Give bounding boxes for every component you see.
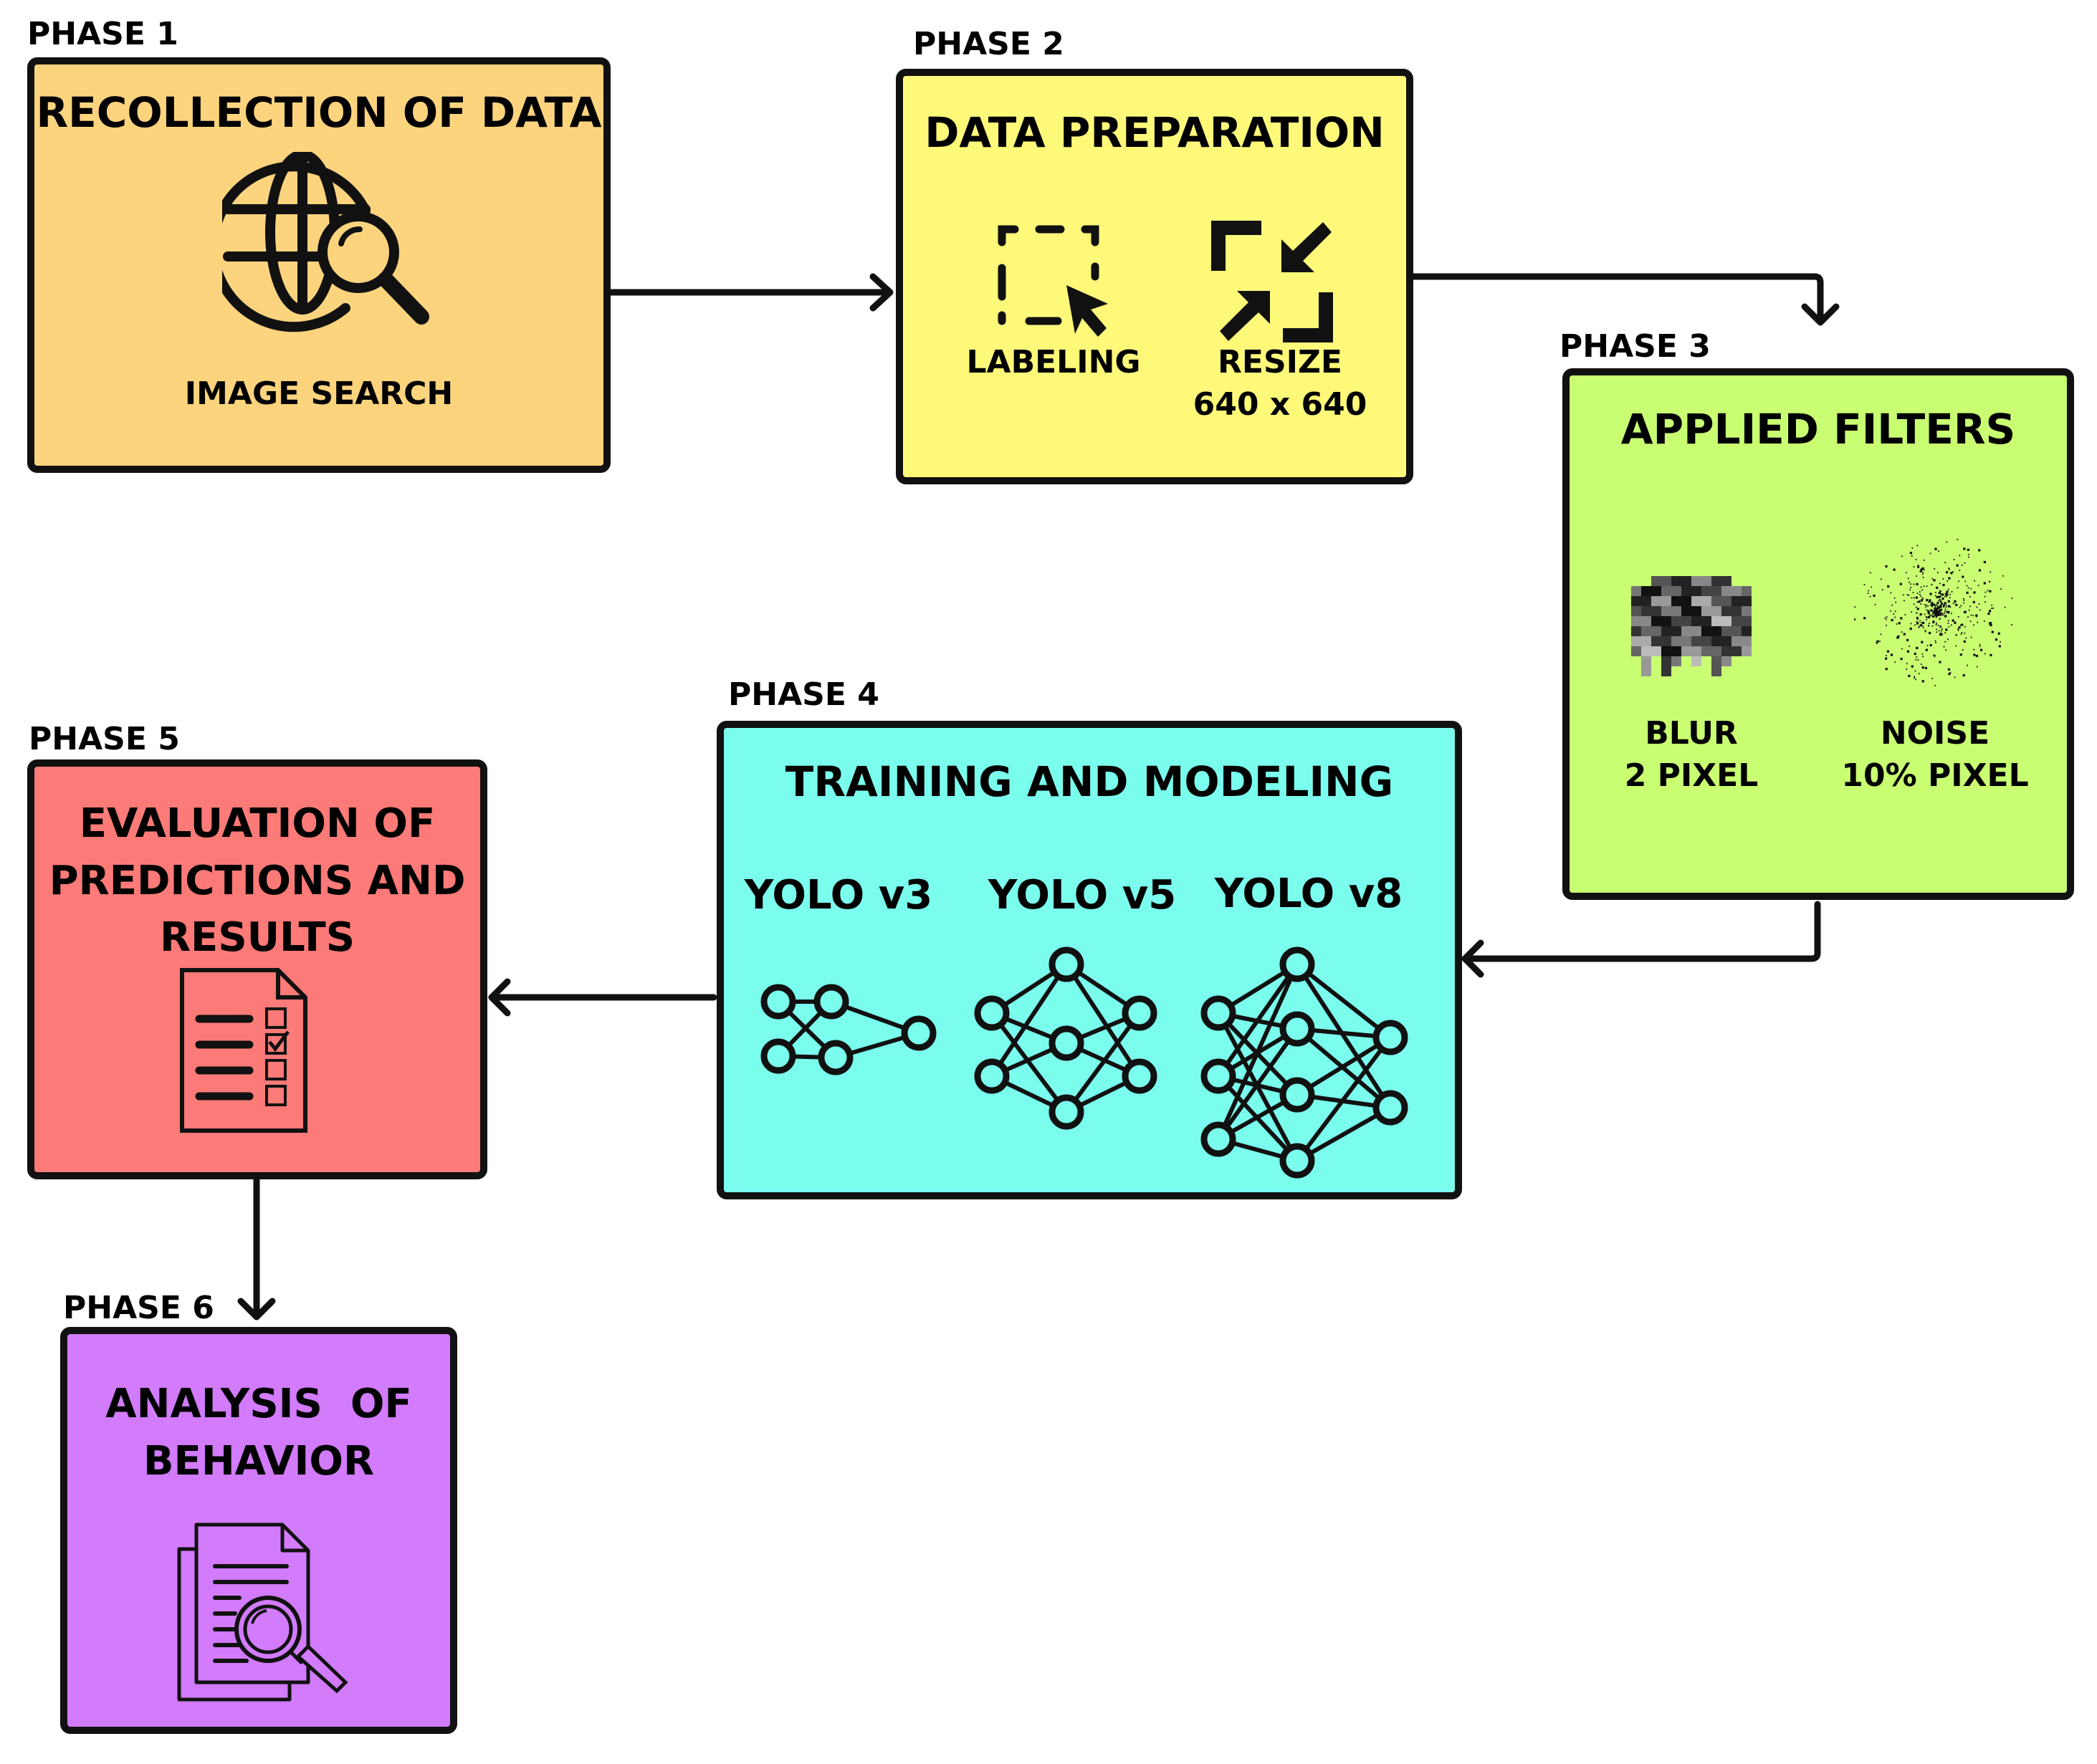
- phase-3-box: APPLIED FILTERS BLUR 2 PIXEL NOISE 10% P…: [1562, 368, 2074, 900]
- arrow-phase3-to-phase4: [1461, 901, 1821, 978]
- phase-5-title-line-2: PREDICTIONS AND: [49, 857, 466, 904]
- phase-1-item-caption: IMAGE SEARCH: [184, 375, 454, 412]
- noise-dots-icon: [1854, 539, 2013, 686]
- phase-4-box: TRAINING AND MODELING YOLO v3 YOLO v5 YO…: [717, 721, 1462, 1199]
- phase-1-label: PHASE 1: [27, 16, 178, 52]
- phase-3-title: APPLIED FILTERS: [1620, 405, 2016, 454]
- phase-3-noise-caption: NOISE 10% PIXEL: [1828, 712, 2043, 797]
- yolo-v3-label: YOLO v3: [744, 872, 933, 919]
- phase-5-box: EVALUATION OF PREDICTIONS AND RESULTS: [27, 759, 487, 1179]
- pixel-blur-icon: [1631, 576, 1752, 676]
- resize-arrows-icon: [1211, 221, 1333, 342]
- phase-2-title: DATA PREPARATION: [925, 108, 1385, 157]
- phase-1-box: RECOLLECTION OF DATA IMAGE SEARCH: [27, 57, 611, 473]
- phase-5-title-line-3: RESULTS: [159, 914, 355, 962]
- phase-2-labeling-caption: LABELING: [966, 344, 1141, 380]
- phase-6-label: PHASE 6: [63, 1290, 214, 1326]
- arrow-phase2-to-phase3: [1410, 273, 1840, 326]
- phase-2-resize-caption: RESIZE 640 x 640: [1180, 341, 1380, 426]
- globe-search-icon: [222, 152, 429, 332]
- arrow-phase1-to-phase2: [607, 273, 894, 312]
- phase-1-title: RECOLLECTION OF DATA: [36, 88, 602, 137]
- blur-label: BLUR: [1645, 715, 1738, 752]
- noise-label: NOISE: [1880, 715, 1990, 752]
- phase-3-label: PHASE 3: [1559, 328, 1711, 365]
- resize-label: RESIZE: [1218, 344, 1342, 380]
- phase-5-title: EVALUATION OF PREDICTIONS AND RESULTS: [34, 795, 480, 967]
- phase-6-box: ANALYSIS OF BEHAVIOR: [60, 1327, 457, 1734]
- noise-detail: 10% PIXEL: [1841, 757, 2029, 795]
- phase-3-blur-caption: BLUR 2 PIXEL: [1591, 712, 1792, 797]
- arrow-phase5-to-phase6: [237, 1176, 276, 1320]
- phase-2-label: PHASE 2: [913, 26, 1064, 62]
- phase-6-title: ANALYSIS OF BEHAVIOR: [67, 1376, 450, 1490]
- yolo-v5-label: YOLO v5: [988, 872, 1177, 919]
- phase-2-box: DATA PREPARATION LABELING RESIZE 640 x 6…: [896, 69, 1413, 484]
- blur-detail: 2 PIXEL: [1624, 757, 1759, 795]
- phase-4-label: PHASE 4: [728, 676, 879, 713]
- phase-5-label: PHASE 5: [29, 721, 180, 757]
- resize-detail: 640 x 640: [1193, 386, 1367, 423]
- phase-6-title-line-1: ANALYSIS OF: [105, 1381, 412, 1427]
- neural-net-small-icon: [760, 984, 937, 1075]
- selection-cursor-icon: [998, 225, 1108, 337]
- yolo-v8-label: YOLO v8: [1214, 871, 1403, 917]
- arrow-phase4-to-phase5: [488, 978, 717, 1017]
- phase-6-title-line-2: BEHAVIOR: [143, 1437, 375, 1485]
- phase-5-title-line-1: EVALUATION OF: [79, 800, 436, 847]
- neural-net-medium-icon: [974, 946, 1157, 1130]
- document-search-icon: [177, 1523, 348, 1702]
- neural-net-large-icon: [1200, 946, 1408, 1179]
- phase-4-title: TRAINING AND MODELING: [785, 757, 1394, 806]
- checklist-document-icon: [180, 968, 307, 1133]
